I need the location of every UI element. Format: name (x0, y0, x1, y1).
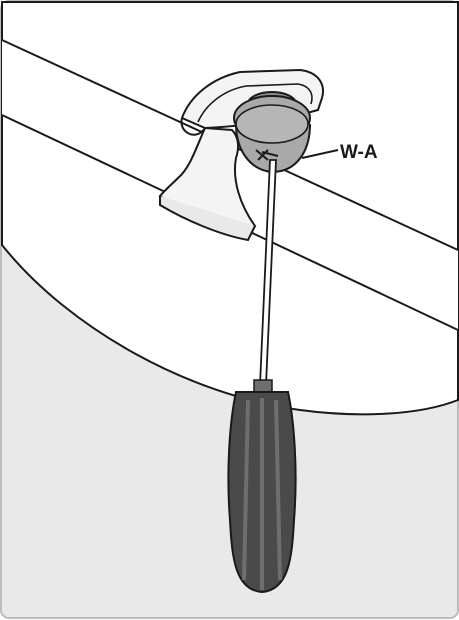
screwdriver-icon (227, 159, 297, 594)
callout-label-w-a: W-A (340, 142, 378, 163)
callout-leader (301, 149, 339, 159)
fastener-icon (233, 91, 311, 174)
